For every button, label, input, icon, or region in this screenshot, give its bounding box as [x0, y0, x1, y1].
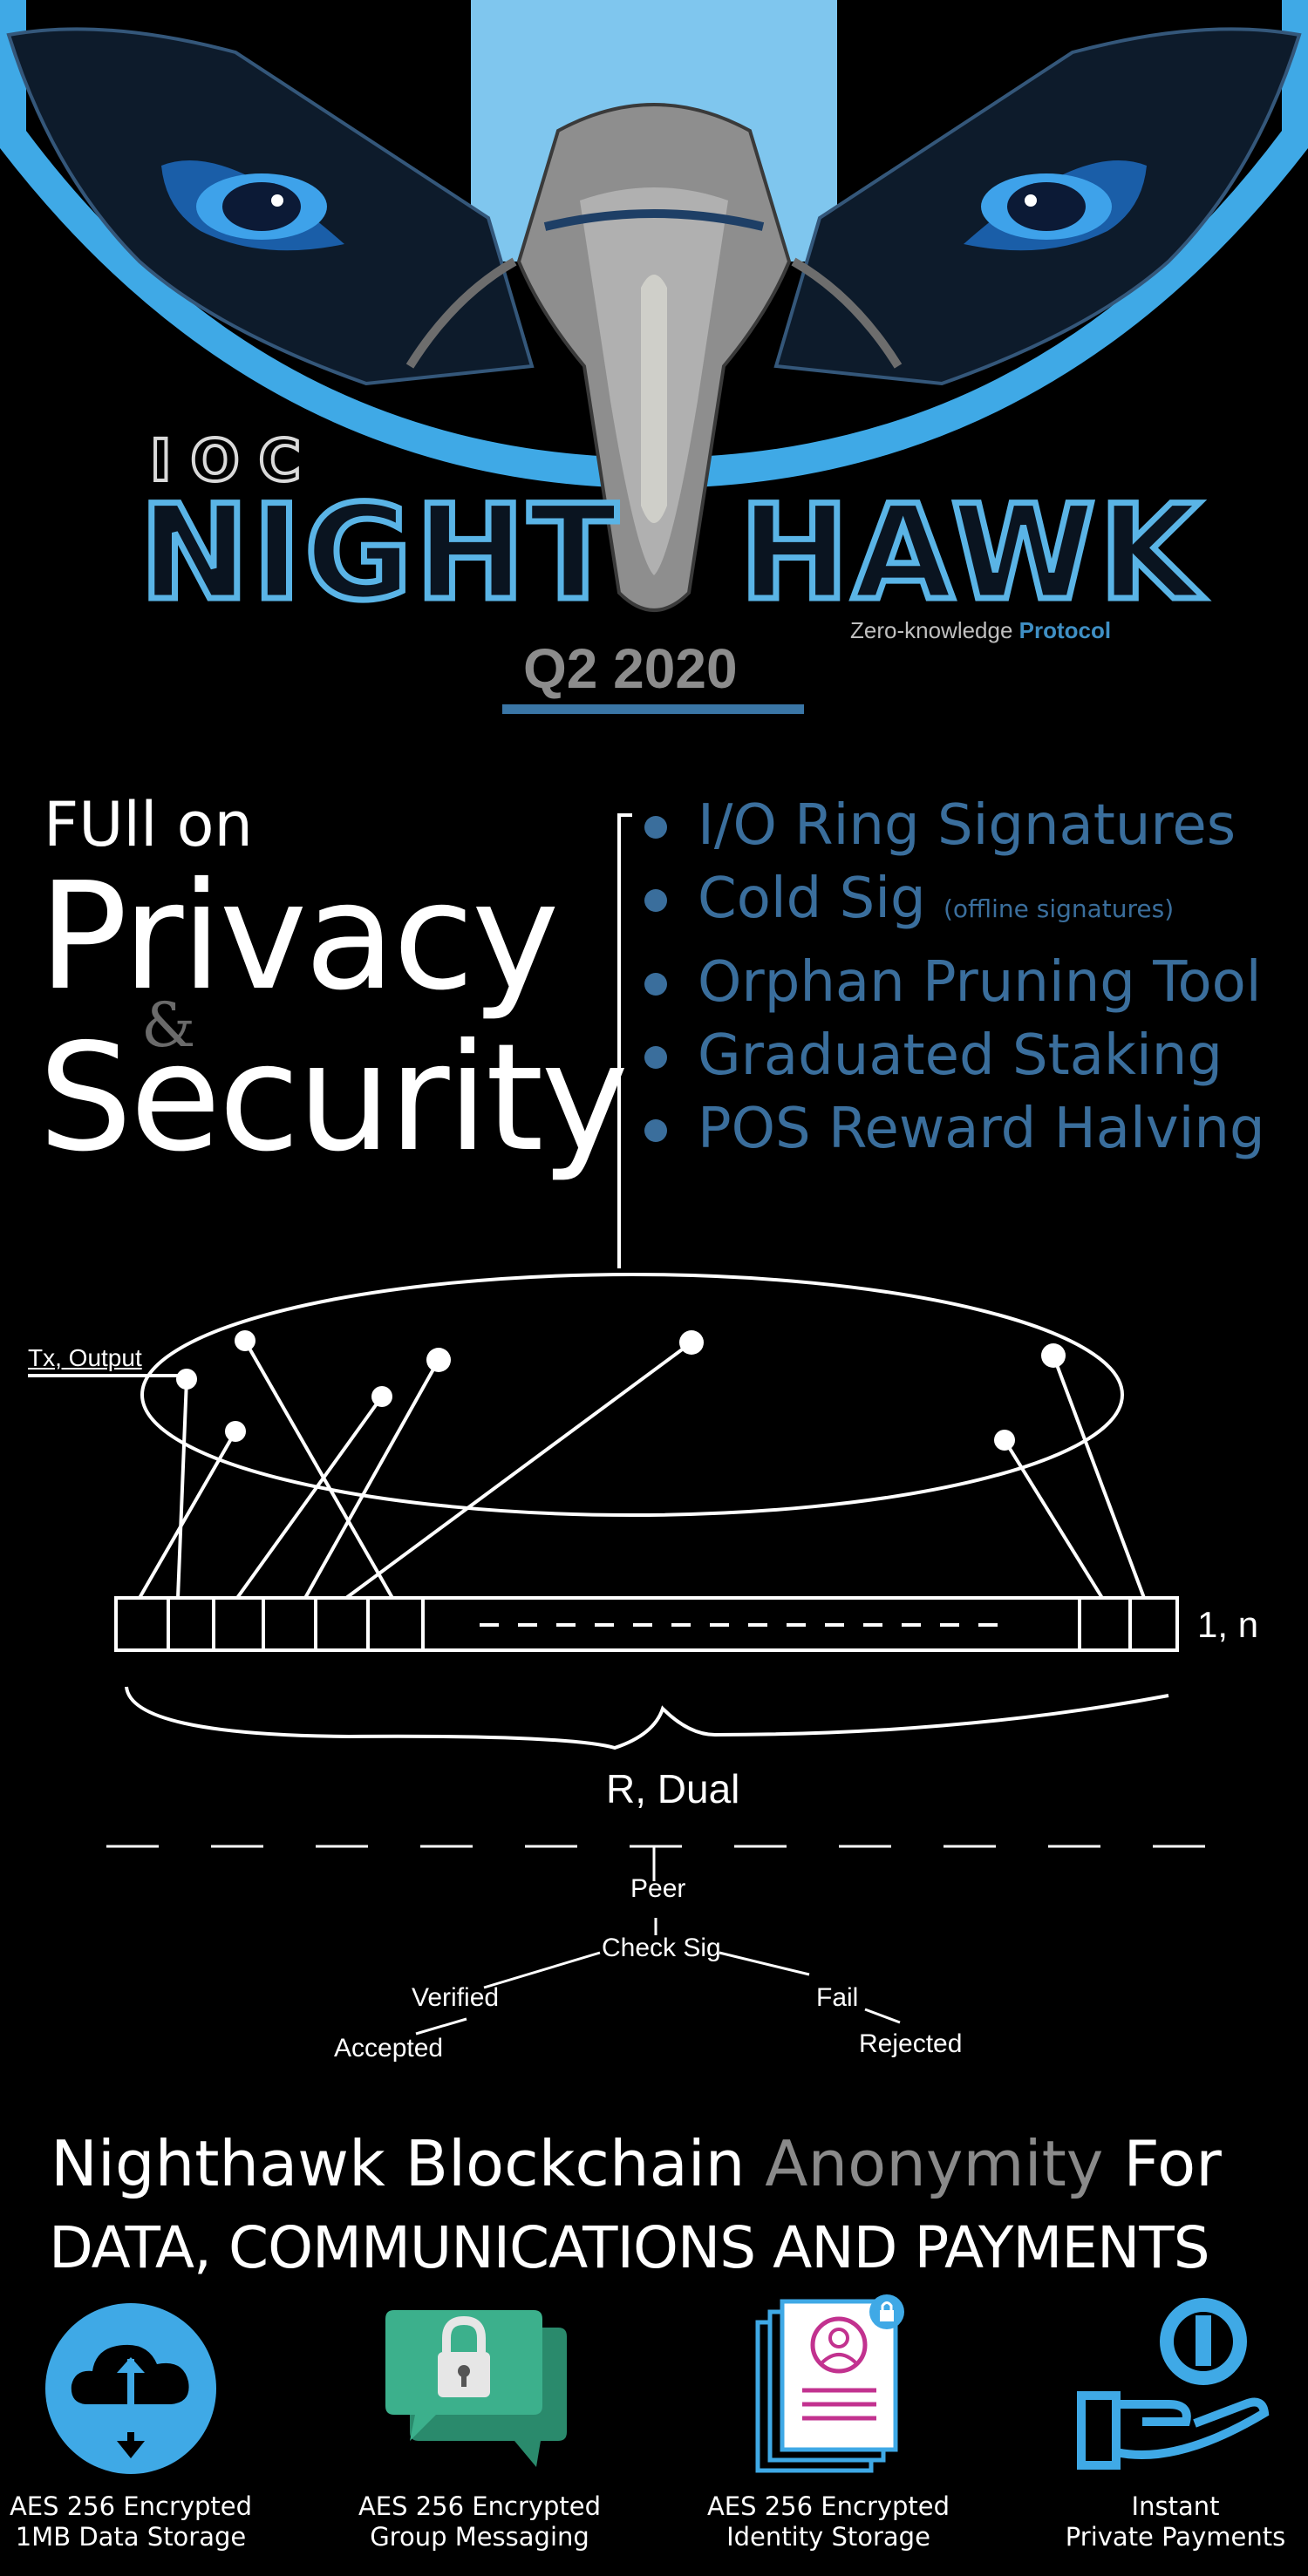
right-eye-icon	[964, 160, 1147, 251]
full-on-label: FUll on	[44, 789, 253, 860]
feature-label: POS Reward Halving	[698, 1097, 1265, 1161]
lock-chat-icon	[385, 2310, 567, 2467]
feature-note: (offline signatures)	[943, 894, 1175, 923]
ring-bar	[114, 1596, 1179, 1652]
output-node	[679, 1330, 704, 1355]
ring-signature-diagram	[28, 813, 1216, 2036]
feature-item: I/O Ring Signatures	[641, 789, 1265, 862]
range-label: 1, n	[1197, 1604, 1259, 1645]
service-caption-line1: AES 256 Encrypted	[706, 2491, 950, 2521]
headline-part2: Anonymity	[765, 2127, 1104, 2200]
tagline-accent: Protocol	[1018, 617, 1112, 643]
rejected-label: Rejected	[859, 2029, 963, 2058]
left-eye-icon	[161, 160, 344, 251]
bullet-icon	[644, 973, 667, 996]
service-caption-line1: Instant	[1131, 2491, 1220, 2521]
output-node	[426, 1348, 451, 1372]
bullet-icon	[644, 1119, 667, 1142]
accepted-label: Accepted	[334, 2034, 444, 2063]
link-line	[235, 1395, 384, 1600]
service-caption-line2: Private Payments	[1065, 2522, 1286, 2552]
release-underline	[502, 704, 804, 714]
service-caption: Instant Private Payments	[1018, 2491, 1308, 2552]
tagline: Zero-knowledge Protocol	[850, 617, 1111, 644]
hand-coin-icon	[1077, 2298, 1270, 2470]
ampersand: &	[141, 989, 196, 1061]
feature-list: I/O Ring Signatures Cold Sig (offline si…	[641, 789, 1265, 1166]
link-line	[176, 1378, 188, 1599]
feature-label: Cold Sig	[698, 867, 926, 931]
tagline-text: Zero-knowledge	[850, 617, 1013, 643]
bullet-icon	[644, 889, 667, 912]
service-caption: AES 256 Encrypted 1MB Data Storage	[0, 2491, 288, 2552]
nighthawk-hero-art	[0, 0, 1308, 612]
headline-part1: Nighthawk Blockchain	[51, 2127, 746, 2200]
feature-label: Graduated Staking	[698, 1023, 1223, 1088]
privacy-heading: Privacy	[38, 851, 560, 1023]
link-line	[303, 1359, 440, 1599]
security-heading: Security	[38, 1012, 629, 1185]
verification-flow	[415, 1846, 901, 2036]
feature-label: Orphan Pruning Tool	[698, 950, 1262, 1015]
output-node	[176, 1369, 197, 1390]
bullet-icon	[644, 1046, 667, 1069]
link-line	[1003, 1438, 1104, 1600]
service-caption-line2: 1MB Data Storage	[15, 2522, 247, 2552]
title-night: NIGHT	[136, 478, 622, 629]
link-line	[138, 1431, 237, 1599]
check-sig-label: Check Sig	[602, 1934, 721, 1962]
fail-label: Fail	[816, 1983, 859, 2012]
headline: Nighthawk Blockchain Anonymity For	[51, 2127, 1222, 2200]
cloud-upload-download-icon	[45, 2303, 216, 2474]
title-hawk: HAWK	[737, 478, 1204, 629]
feature-label: I/O Ring Signatures	[698, 793, 1236, 858]
feature-item: Graduated Staking	[641, 1019, 1265, 1092]
output-node	[371, 1386, 392, 1407]
feature-item: POS Reward Halving	[641, 1092, 1265, 1166]
output-node	[1041, 1343, 1066, 1368]
service-caption: AES 256 Encrypted Identity Storage	[671, 2491, 985, 2552]
feature-item: Orphan Pruning Tool	[641, 946, 1265, 1019]
brand-prefix: IOC	[148, 425, 321, 496]
feature-item: Cold Sig (offline signatures)	[641, 862, 1265, 946]
headline-part3: For	[1123, 2127, 1222, 2200]
link-line	[243, 1340, 394, 1599]
headline-subtitle: DATA, COMMUNICATIONS AND PAYMENTS	[49, 2214, 1210, 2281]
output-node	[994, 1430, 1015, 1451]
service-caption-line1: AES 256 Encrypted	[9, 2491, 253, 2521]
output-node	[235, 1330, 255, 1351]
peer-label: Peer	[630, 1874, 686, 1903]
service-caption: AES 256 Encrypted Group Messaging	[323, 2491, 637, 2552]
r-dual-label: R, Dual	[606, 1766, 740, 1811]
curly-brace	[125, 1686, 1169, 1750]
link-line	[344, 1341, 693, 1600]
link-line	[1052, 1355, 1146, 1599]
service-caption-line1: AES 256 Encrypted	[358, 2491, 602, 2521]
tx-output-label: Tx, Output	[28, 1344, 142, 1371]
feature-bracket	[617, 813, 632, 1268]
release-date: Q2 2020	[523, 637, 738, 700]
identity-document-icon	[755, 2294, 904, 2473]
service-caption-line2: Group Messaging	[370, 2522, 589, 2552]
service-caption-line2: Identity Storage	[726, 2522, 930, 2552]
output-node	[225, 1421, 246, 1442]
bullet-icon	[644, 816, 667, 839]
verified-label: Verified	[412, 1983, 500, 2012]
output-set-ellipse	[140, 1273, 1124, 1517]
